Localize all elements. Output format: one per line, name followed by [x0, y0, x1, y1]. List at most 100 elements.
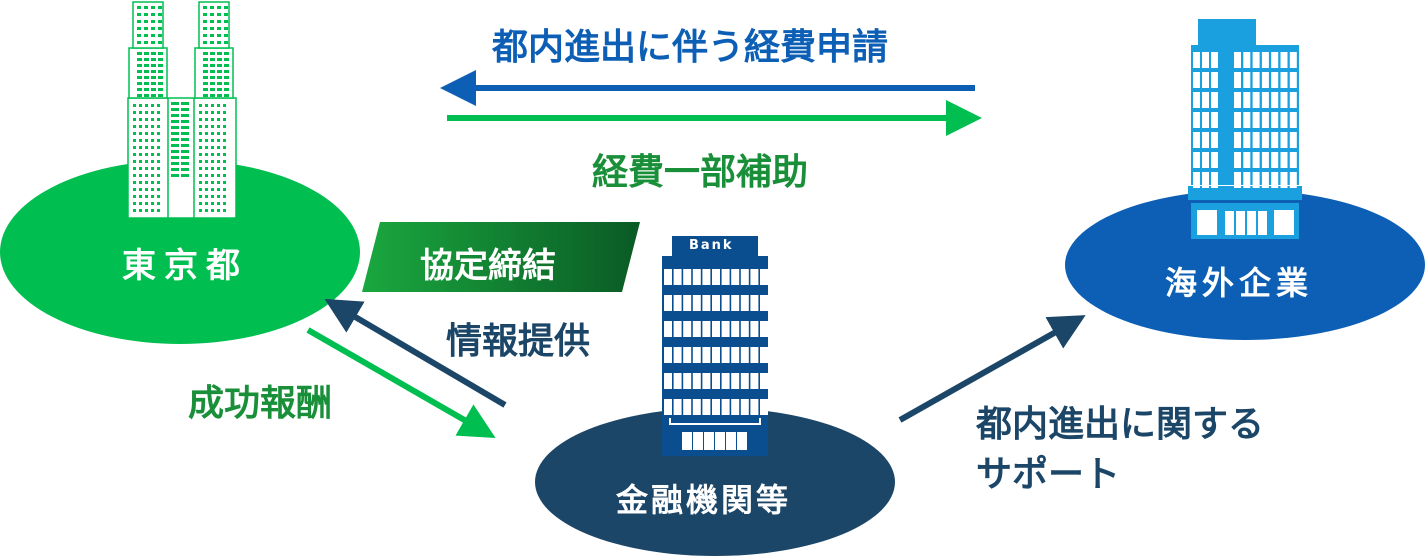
window [1280, 52, 1288, 68]
window [133, 146, 136, 149]
window [1280, 132, 1288, 148]
window [1280, 112, 1288, 128]
window [211, 132, 214, 135]
window [137, 82, 142, 85]
window [171, 150, 179, 153]
window [673, 269, 682, 285]
window [158, 94, 163, 97]
window [151, 82, 156, 85]
window [211, 146, 214, 149]
window [217, 104, 220, 107]
window [1234, 52, 1241, 68]
window [203, 58, 208, 61]
window [211, 202, 214, 205]
window [139, 181, 142, 184]
window [223, 160, 226, 163]
window [151, 111, 154, 114]
window [137, 6, 141, 9]
window [211, 181, 214, 184]
window [750, 269, 759, 285]
window [1202, 72, 1209, 88]
window [1193, 72, 1200, 88]
window [750, 295, 759, 311]
window [217, 202, 220, 205]
window [1271, 172, 1279, 188]
window [683, 269, 692, 285]
window [171, 174, 179, 177]
window [217, 181, 220, 184]
window [1271, 92, 1279, 108]
door-panel [737, 432, 747, 450]
window [157, 146, 160, 149]
window [203, 94, 208, 97]
window [1211, 92, 1218, 108]
window [181, 108, 189, 111]
window [158, 82, 163, 85]
window [181, 162, 189, 165]
agreement-banner-label: 協定締結 [420, 246, 556, 286]
window [1211, 132, 1218, 148]
window [740, 295, 749, 311]
window [1280, 172, 1288, 188]
window [157, 195, 160, 198]
window [145, 125, 148, 128]
window [145, 167, 148, 170]
window [205, 202, 208, 205]
window [133, 209, 136, 212]
window [223, 202, 226, 205]
window [1271, 72, 1279, 88]
window [223, 104, 226, 107]
window [750, 373, 759, 389]
window [683, 321, 692, 337]
window [139, 111, 142, 114]
window [1202, 172, 1209, 188]
window [223, 139, 226, 142]
window [203, 88, 208, 91]
window [210, 34, 214, 37]
window [224, 27, 228, 30]
window [1193, 92, 1200, 108]
window [151, 34, 155, 37]
window [223, 174, 226, 177]
window [210, 6, 214, 9]
window [1243, 52, 1251, 68]
window [199, 118, 202, 121]
window [137, 94, 142, 97]
window [223, 111, 226, 114]
window [1211, 152, 1218, 168]
window [133, 132, 136, 135]
window [199, 146, 202, 149]
window [157, 181, 160, 184]
window [712, 295, 720, 311]
window [211, 167, 214, 170]
window [712, 373, 720, 389]
window [210, 20, 214, 23]
window [199, 139, 202, 142]
window [692, 399, 701, 415]
window [139, 160, 142, 163]
window [1252, 52, 1260, 68]
window [137, 76, 142, 79]
window [145, 160, 148, 163]
window [205, 181, 208, 184]
window [171, 162, 179, 165]
window [171, 132, 179, 135]
window [205, 118, 208, 121]
window [157, 104, 160, 107]
window [1261, 152, 1269, 168]
success-fee-label: 成功報酬 [188, 383, 333, 424]
window [692, 295, 701, 311]
window [157, 202, 160, 205]
window [151, 64, 156, 67]
window [731, 399, 740, 415]
window [151, 160, 154, 163]
tokyo-label: 東京都 [122, 246, 248, 286]
window [144, 82, 149, 85]
window [133, 174, 136, 177]
window [210, 70, 215, 73]
arrow-success-fee [306, 327, 496, 438]
window [137, 64, 142, 67]
window [712, 269, 720, 285]
window [210, 64, 215, 67]
window [151, 153, 154, 156]
